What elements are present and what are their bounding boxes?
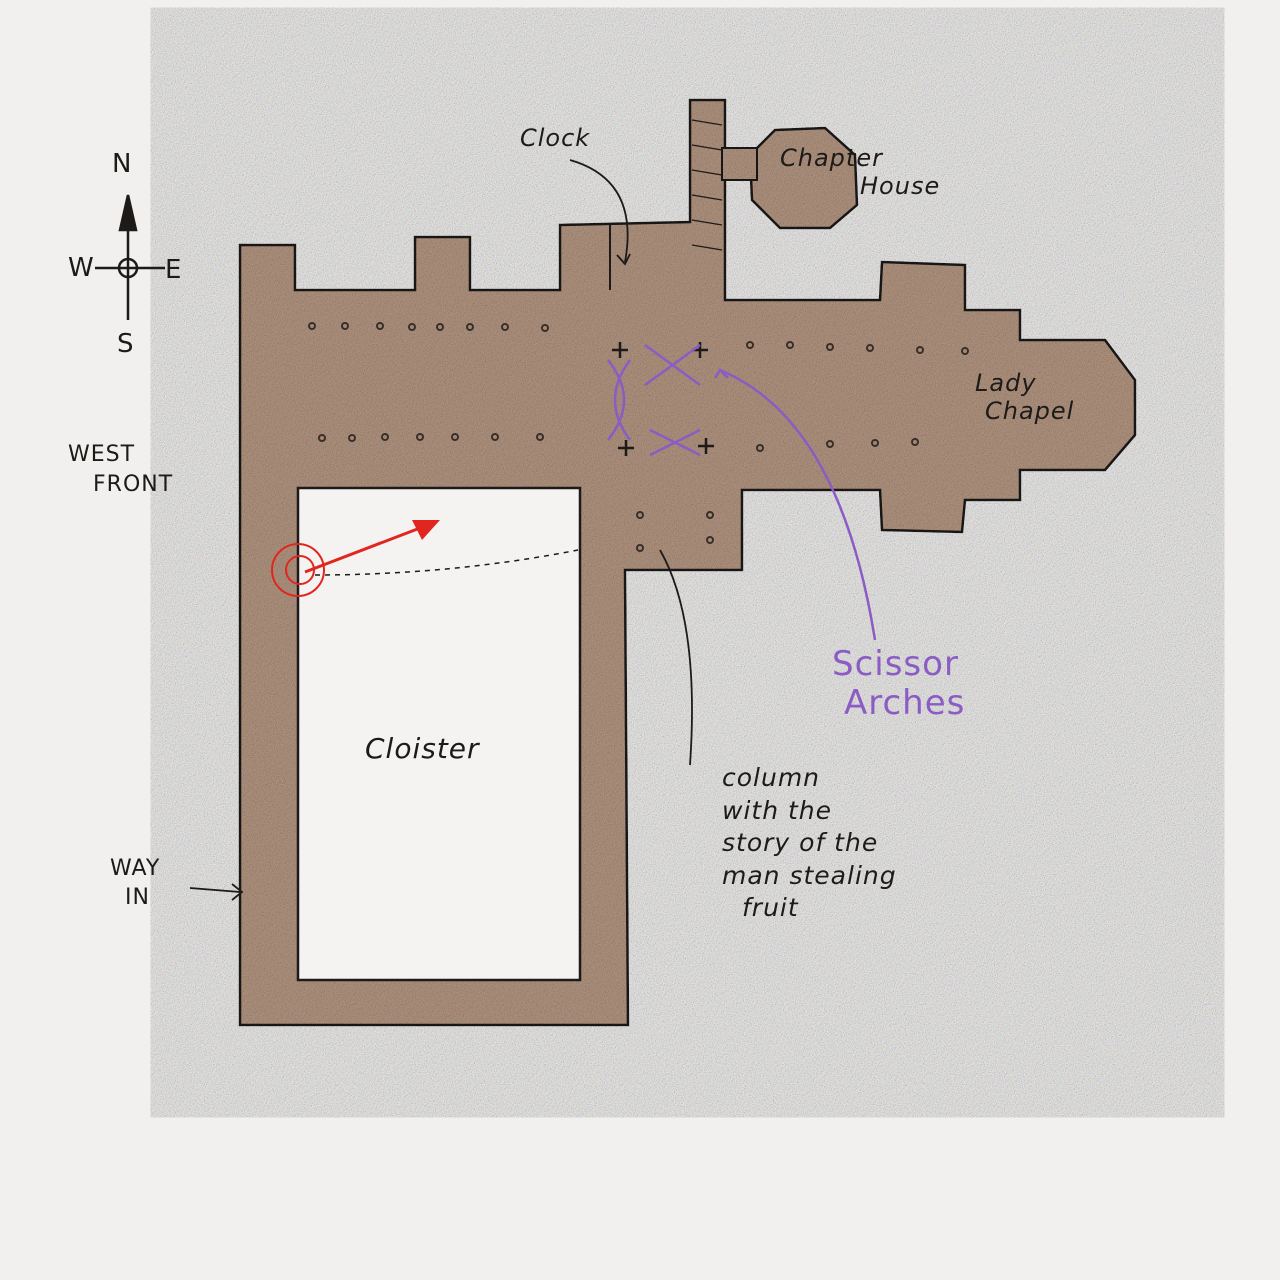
label-line: man stealing	[722, 860, 897, 890]
label-line: Scissor	[832, 644, 959, 684]
crossing-piers	[612, 342, 714, 456]
label-line: FRONT	[93, 471, 174, 497]
nave-columns	[308, 322, 969, 552]
compass-north: N	[112, 149, 133, 179]
label-line: Chapter	[780, 144, 883, 172]
viewpoint-marker-icon	[271, 520, 579, 597]
scissor-arches-marks	[607, 343, 877, 641]
label-column-note: column with the story of the man stealin…	[722, 762, 897, 925]
compass-south: S	[117, 329, 135, 359]
label-line: column	[722, 763, 821, 792]
label-way-in: WAY IN	[110, 855, 160, 912]
label-line: WAY	[110, 856, 161, 881]
label-line: story of the	[722, 828, 879, 857]
compass-west: W	[68, 253, 95, 283]
label-line: IN	[125, 884, 150, 910]
label-west-front: WEST FRONT	[68, 440, 173, 499]
label-line: Chapel	[985, 396, 1075, 425]
way-in-arrow-icon	[189, 883, 244, 901]
label-clock: Clock	[520, 124, 591, 152]
label-cloister: Cloister	[365, 732, 480, 765]
label-line: Lady	[975, 369, 1037, 397]
label-line: fruit	[742, 893, 799, 922]
cloister-garth	[296, 486, 582, 982]
label-line: Arches	[844, 683, 966, 724]
label-line: House	[860, 171, 941, 200]
compass-rose-icon	[95, 194, 165, 320]
compass-east: E	[165, 255, 183, 285]
stair-hatching	[691, 119, 723, 251]
label-line: with the	[722, 795, 833, 825]
label-line: WEST	[68, 442, 136, 467]
